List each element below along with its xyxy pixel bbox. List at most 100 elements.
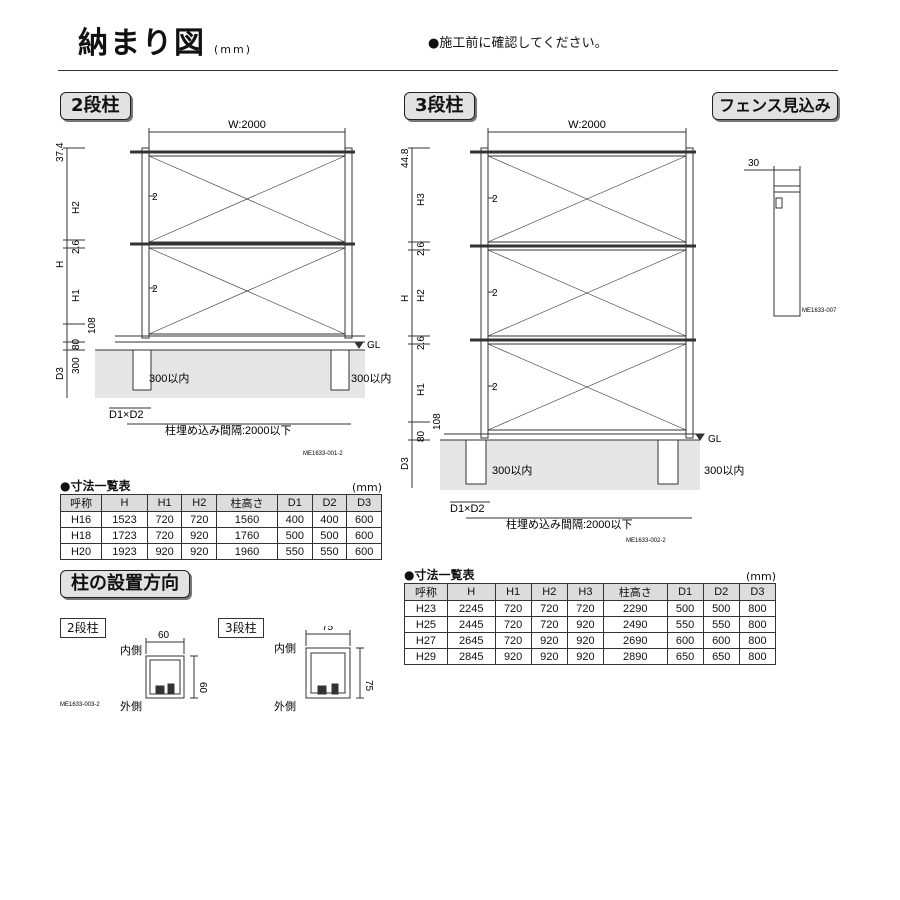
table-cell: 800 [738,632,777,649]
table-three-block: ●寸法一覧表 (mm) 呼称 H H1 H2 H3 柱高さ D1 D2 D3 H… [404,567,777,665]
table-cell: 920 [181,543,218,560]
two-pitch-lower: 2 [152,284,158,295]
page-title: 納まり図(mm) [78,26,253,61]
table-cell: 920 [181,527,218,544]
table-cell: 550 [702,616,740,633]
table-cell: 720 [146,527,183,544]
three-within-left: 300以内 [492,463,532,477]
two-dim-h: H [55,261,66,268]
post-three-stage-label: 3段柱 [218,618,264,638]
two-code: ME1633-001-2 [303,451,343,457]
two-dim-h1: H1 [71,289,82,302]
three-dim-80: 80 [416,430,427,442]
table-cell: 800 [738,648,777,665]
table-cell: 1523 [101,511,148,528]
post-two-inside: 内側 [120,643,142,657]
table-three-unit: (mm) [745,570,776,583]
table-cell: 500 [276,527,313,544]
table-cell: 800 [738,600,777,617]
two-pitch-upper: 2 [152,192,158,203]
two-within-left: 300以内 [149,371,189,385]
table-cell: 720 [146,511,183,528]
two-dim-h2: H2 [71,201,82,214]
table-cell: 800 [738,616,777,633]
post-three-outside: 外側 [274,700,296,713]
table-two-block: ●寸法一覧表 (mm) 呼称 H H1 H2 柱高さ D1 D2 D3 H16 … [59,478,382,560]
table-cell: 600 [346,543,382,560]
two-within-right: 300以内 [351,371,391,385]
table-cell: 1760 [216,527,278,544]
table-cell: 400 [276,511,313,528]
table-three-col: H2 [530,583,568,601]
table-two-col: D3 [346,494,382,512]
table-cell: 2445 [446,616,496,633]
three-dim-h2: H2 [416,289,427,302]
table-cell: 720 [181,511,218,528]
table-cell: 920 [566,632,605,649]
table-cell: 720 [530,616,568,633]
post-orientation-diagram: 60 60 内側 外側 75 75 内側 外側 ME1633-003-2 [60,626,374,713]
table-three: 呼称 H H1 H2 H3 柱高さ D1 D2 D3 H23 2245 720 … [404,583,777,665]
three-pitch-bottom: 2 [492,382,498,393]
table-cell: 920 [530,648,568,665]
table-cell: 720 [494,600,532,617]
fence-depth-dim: 30 [748,158,760,169]
two-dim-80: 80 [71,338,82,350]
table-cell: 720 [530,600,568,617]
three-dim-top: 44.8 [400,148,411,168]
two-dim-300: 300 [71,357,82,374]
table-cell: 550 [276,543,313,560]
post-two-outside: 外側 [120,700,142,713]
table-cell: 550 [311,543,348,560]
header-divider [58,70,838,71]
table-cell: 720 [494,616,532,633]
table-two-col: H2 [181,494,218,512]
fence-depth-code: ME1633-007 [802,308,837,314]
two-dim-108: 108 [87,317,98,334]
three-dim-gap1: 2.6 [416,242,427,256]
table-cell: 650 [702,648,740,665]
two-gl-label: GL [367,340,381,351]
three-spacing-label: 柱埋め込み間隔:2000以下 [506,517,633,531]
three-code: ME1633-002-2 [626,538,666,544]
table-cell: 920 [566,648,605,665]
three-dim-gap2: 2.6 [416,336,427,350]
table-cell: 2645 [446,632,496,649]
table-cell: H29 [404,648,448,665]
table-two: 呼称 H H1 H2 柱高さ D1 D2 D3 H16 1523 720 720… [59,494,382,560]
two-d1d2-label: D1×D2 [109,409,144,421]
table-two-col: D1 [276,494,313,512]
post-section-code: ME1633-003-2 [60,702,100,708]
post-three-inside: 内側 [274,641,296,655]
table-cell: 720 [566,600,605,617]
table-cell: H23 [404,600,448,617]
table-three-col: H3 [566,583,605,601]
table-cell: 600 [346,527,382,544]
table-cell: H18 [59,527,103,544]
table-cell: 2690 [603,632,668,649]
table-cell: 550 [666,616,704,633]
table-three-col: 柱高さ [603,583,668,601]
three-d1d2-label: D1×D2 [450,503,485,515]
table-cell: 650 [666,648,704,665]
table-three-col: D1 [666,583,704,601]
table-cell: H16 [59,511,103,528]
table-two-col: D2 [311,494,348,512]
table-three-header: ●寸法一覧表 (mm) [404,567,776,583]
three-dim-h3: H3 [416,193,427,206]
table-cell: 2890 [603,648,668,665]
table-three-col: 呼称 [404,583,448,601]
tag-fence-depth: フェンス見込み [712,92,838,120]
table-three-col: H [446,583,496,601]
table-cell: 500 [311,527,348,544]
table-two-col: 柱高さ [216,494,278,512]
post-two-width: 60 [158,630,170,641]
table-row: H29 2845 920 920 920 2890 650 650 800 [404,648,777,665]
table-row: H16 1523 720 720 1560 400 400 600 [59,511,382,528]
three-stage-diagram: W:2000 44.8 H3 2.6 H H2 2.6 H1 108 80 D3… [400,119,744,544]
table-cell: 400 [311,511,348,528]
table-cell: 1960 [216,543,278,560]
title-unit: (mm) [214,43,253,56]
three-dim-108: 108 [432,413,443,430]
table-cell: 920 [566,616,605,633]
